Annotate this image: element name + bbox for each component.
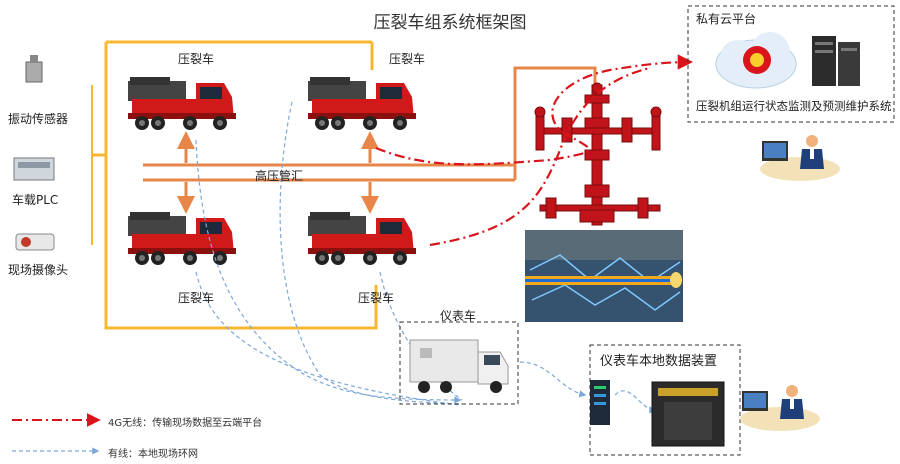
- cloud-title: 私有云平台: [696, 12, 757, 26]
- frac-truck-1: [128, 77, 236, 130]
- frac-truck-3: [128, 212, 236, 265]
- truck-label-1: 压裂车: [178, 52, 215, 66]
- instrument-truck-box: [399, 321, 519, 405]
- network-switch-icon: [590, 380, 610, 425]
- truck-label-3: 压裂车: [178, 291, 215, 305]
- manifold-label: 高压管汇: [255, 169, 304, 183]
- frac-truck-4: [308, 212, 416, 265]
- legend-wired-text: 有线：本地现场环网: [108, 449, 198, 460]
- yellow-frame-left: [104, 42, 378, 330]
- local-device-title: 仪表车本地数据装置: [600, 354, 718, 369]
- truck-label-4: 压裂车: [358, 291, 395, 305]
- device-label-sensor: 振动传感器: [8, 112, 69, 126]
- wellhead-icon: [534, 82, 662, 226]
- local-operator-icon: [740, 385, 820, 431]
- instrument-truck-label: 仪表车: [440, 309, 477, 323]
- truck-label-2: 压裂车: [389, 52, 426, 66]
- cloud-operator-icon: [760, 135, 840, 181]
- device-label-camera: 现场摄像头: [8, 263, 69, 277]
- diagram-title: 压裂车组系统框架图: [373, 13, 527, 33]
- frac-truck-2: [308, 77, 416, 130]
- camera-icon: [15, 233, 55, 251]
- server-icon: [812, 36, 860, 86]
- plc-icon: [13, 157, 55, 181]
- device-label-plc: 车载PLC: [12, 193, 59, 207]
- cloud-system-label: 压裂机组运行状态监测及预测维护系统: [696, 99, 892, 113]
- legend-wireless-text: 4G无线：传输现场数据至云端平台: [108, 418, 263, 429]
- vibration-sensor-icon: [25, 55, 43, 83]
- fracture-image: [525, 230, 683, 322]
- cloud-icon: [715, 32, 797, 89]
- data-device-icon: [651, 381, 725, 447]
- instrument-truck-icon: [409, 339, 509, 393]
